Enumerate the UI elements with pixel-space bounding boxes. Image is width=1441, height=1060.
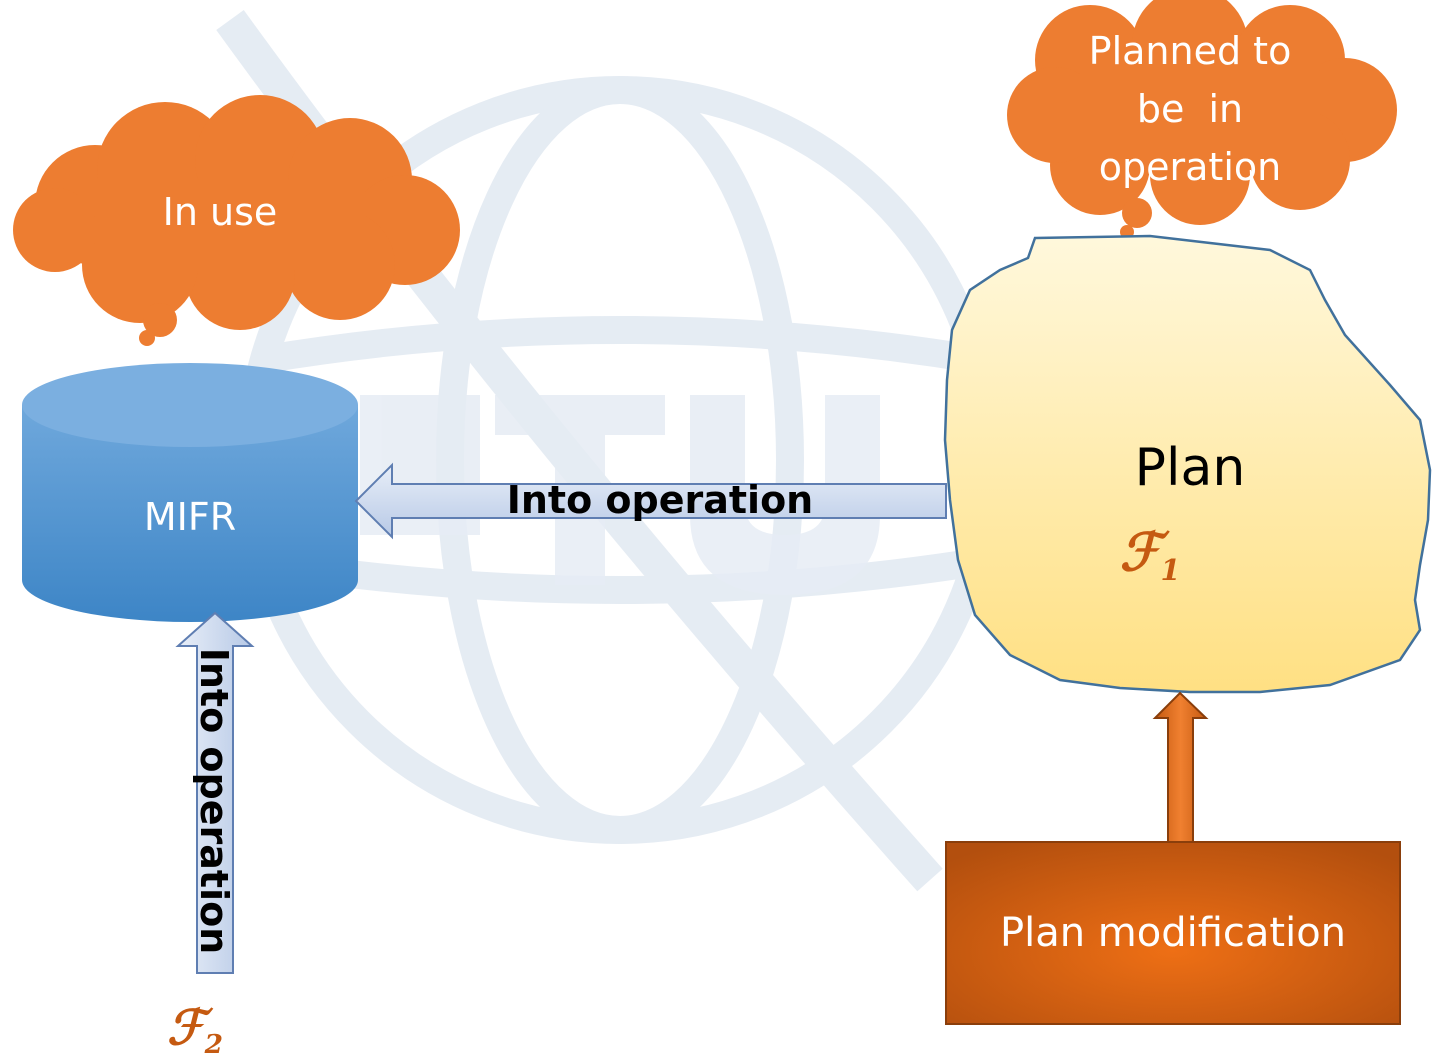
mifr-cylinder: [22, 363, 358, 622]
f2-symbol: ℱ2: [145, 1000, 245, 1060]
modification-arrow: [1152, 691, 1209, 843]
vertical-arrow: [175, 611, 255, 974]
f2-subscript: 2: [204, 1029, 224, 1060]
plan-shape: [943, 234, 1432, 694]
f2-main: ℱ: [166, 1000, 205, 1056]
plan-modification-box: [945, 841, 1401, 1025]
planned-cloud-text: Planned to be in operation: [1060, 22, 1320, 196]
plan-label: Plan: [1134, 438, 1246, 498]
planned-line-2: be in: [1136, 87, 1244, 131]
f1-subscript: 1: [1160, 553, 1181, 587]
planned-line-1: Planned to: [1088, 29, 1292, 73]
planned-cloud: [1007, 0, 1397, 239]
f1-symbol: ℱ1: [1100, 522, 1200, 587]
planned-line-3: operation: [1098, 145, 1282, 189]
plan-modification-label: Plan modification: [999, 910, 1347, 956]
in-use-cloud: [13, 95, 460, 346]
in-use-label: In use: [162, 190, 278, 234]
horizontal-arrow: [354, 462, 947, 540]
horizontal-arrow-label: Into operation: [506, 478, 814, 522]
vertical-arrow-label: Into operation: [192, 647, 236, 955]
f1-main: ℱ: [1119, 522, 1161, 583]
mifr-label: MIFR: [143, 495, 237, 539]
